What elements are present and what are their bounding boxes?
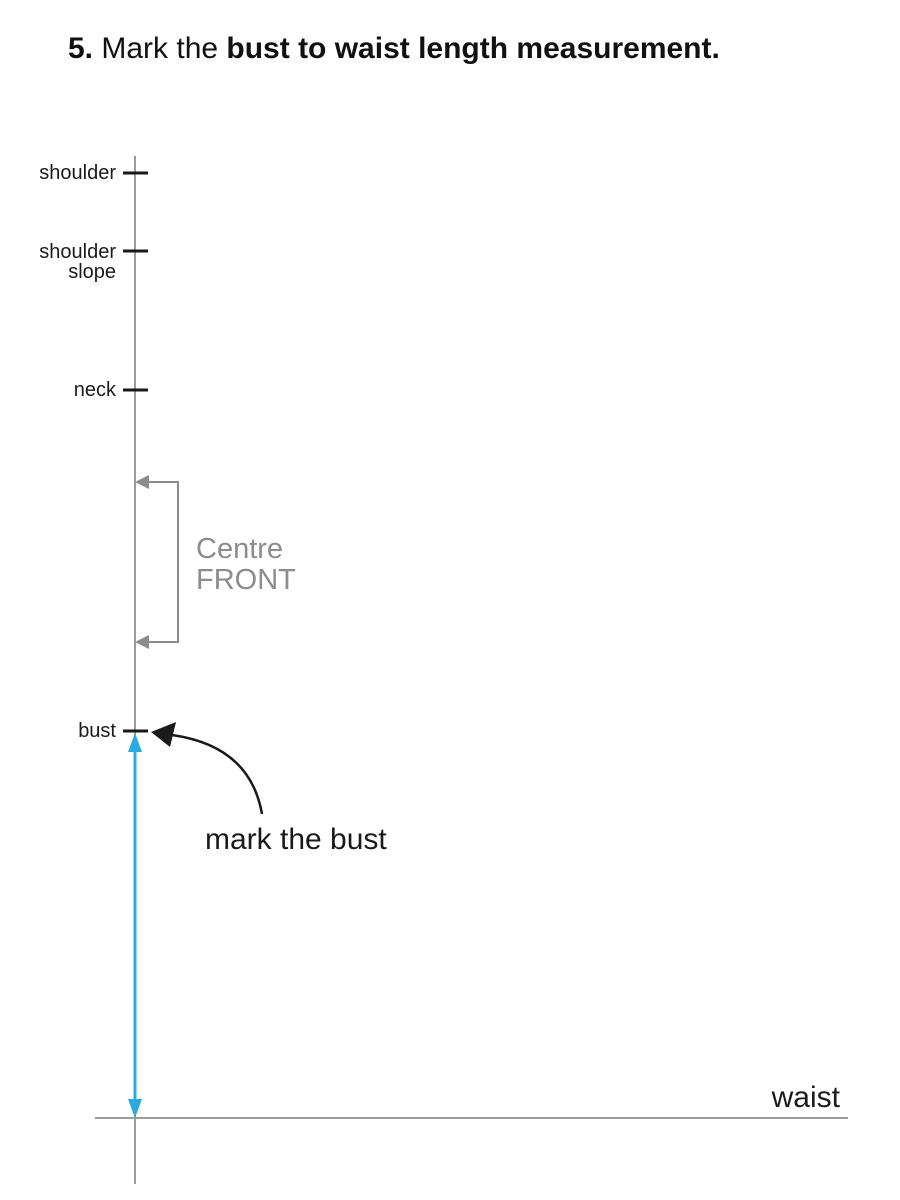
measurement-arrowhead-up-icon [128, 733, 142, 752]
step-number: 5. [68, 32, 94, 65]
centre-front-label-line2: FRONT [196, 564, 296, 596]
title-text-regular: Mark the [93, 32, 227, 65]
shoulder-label: shoulder [39, 162, 116, 184]
neck-label: neck [73, 379, 116, 401]
centre-front-label: Centre FRONT [196, 534, 296, 596]
mark-the-bust-annotation: mark the bust [205, 823, 387, 856]
page-title: 5. Mark the bust to waist length measure… [68, 30, 720, 67]
measurement-arrowhead-down-icon [128, 1099, 142, 1118]
bracket-arrowhead-bottom-icon [135, 635, 149, 649]
waist-label: waist [771, 1081, 840, 1114]
shoulder-slope-label: shoulder slope [16, 242, 116, 282]
curved-pointer-arrow [171, 733, 264, 815]
title-text-emphasis: bust to waist length measurement. [226, 32, 720, 65]
bracket-arrowhead-top-icon [135, 475, 149, 489]
bust-label: bust [78, 720, 116, 742]
shoulder-slope-label-line1: shoulder [39, 241, 116, 263]
centre-front-bracket [147, 481, 179, 643]
centre-front-label-line1: Centre [196, 533, 284, 565]
shoulder-slope-label-line2: slope [68, 261, 116, 283]
curved-pointer-arrowhead-icon [151, 722, 176, 747]
